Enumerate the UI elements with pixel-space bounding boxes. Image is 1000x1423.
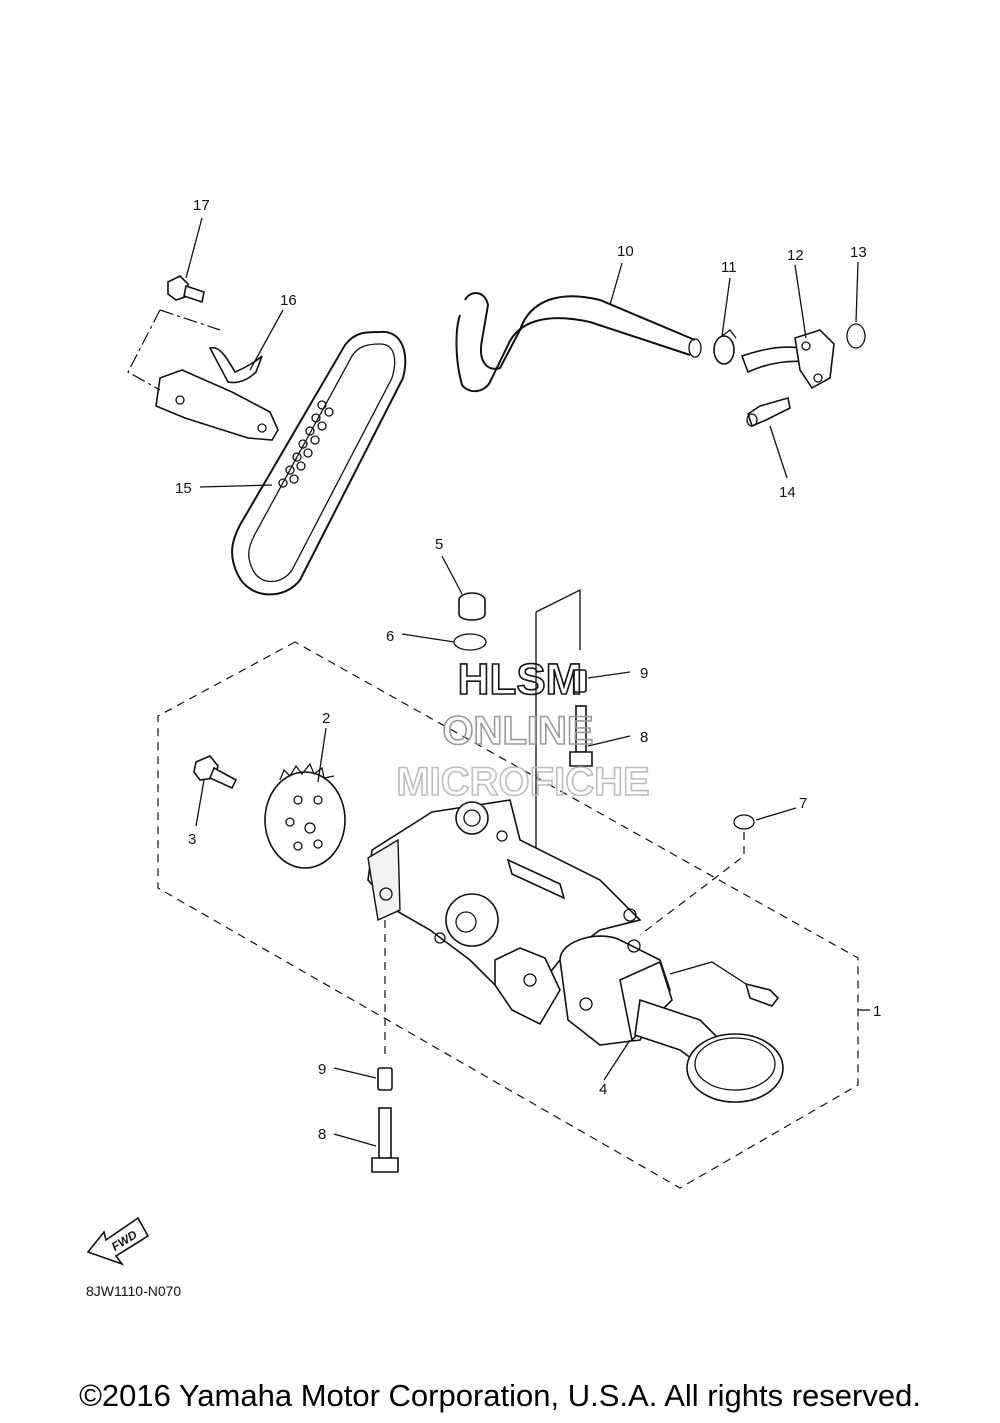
pump-bolt-top	[569, 705, 593, 767]
strainer-bolt-line	[669, 961, 747, 985]
bolt-bracket-line	[535, 588, 581, 850]
label-10: 10	[617, 243, 634, 260]
oil-pipe	[740, 329, 835, 390]
copyright-notice: ©2016 Yamaha Motor Corporation, U.S.A. A…	[79, 1378, 921, 1413]
label-3: 3	[188, 831, 196, 848]
bolt-17-guide-line	[127, 309, 221, 391]
collar	[458, 592, 486, 621]
pump-bolt-bottom	[371, 1107, 399, 1173]
label-16: 16	[280, 292, 297, 309]
o-ring-7-line	[639, 832, 745, 936]
o-ring-13	[846, 323, 866, 349]
strainer-bolt	[744, 982, 780, 1007]
label-8-bottom: 8	[318, 1126, 326, 1143]
pump-sprocket	[264, 762, 346, 869]
pipe-bolt	[746, 396, 791, 428]
label-13: 13	[850, 244, 867, 261]
label-4: 4	[599, 1081, 607, 1098]
label-12: 12	[787, 247, 804, 264]
sprocket-bolt	[193, 755, 238, 790]
assembly-outline	[157, 641, 859, 1189]
guide-bolt	[167, 275, 205, 304]
fwd-arrow-icon: FWD	[86, 1216, 150, 1266]
leader-lines	[185, 217, 859, 1147]
label-2: 2	[322, 710, 330, 727]
label-6: 6	[386, 628, 394, 645]
cam-chain	[231, 330, 407, 596]
label-15: 15	[175, 480, 192, 497]
diagram-code: 8JW1110-N070	[86, 1283, 181, 1299]
label-9-bottom: 9	[318, 1061, 326, 1078]
hose-clamp	[713, 329, 737, 365]
label-9-top: 9	[640, 665, 648, 682]
label-1: 1	[873, 1003, 881, 1020]
watermark: HLSM ONLINE MICROFICHE	[396, 654, 651, 805]
label-11: 11	[721, 259, 737, 276]
oil-pump-assembly	[367, 799, 673, 1046]
oil-hose	[455, 292, 702, 393]
watermark-line-2: ONLINE	[442, 709, 593, 753]
label-14: 14	[779, 484, 796, 501]
oil-strainer	[634, 998, 784, 1103]
o-ring-6	[453, 633, 487, 651]
chain-guide	[155, 346, 279, 441]
o-ring-7	[733, 814, 755, 830]
watermark-line-1: HLSM	[458, 655, 583, 704]
dowel-pin-top	[573, 669, 587, 693]
label-7: 7	[799, 795, 807, 812]
dowel-pin-bottom	[377, 1067, 393, 1091]
label-8-top: 8	[640, 729, 648, 746]
label-5: 5	[435, 536, 443, 553]
watermark-line-3: MICROFICHE	[396, 760, 649, 804]
label-17: 17	[193, 197, 210, 214]
